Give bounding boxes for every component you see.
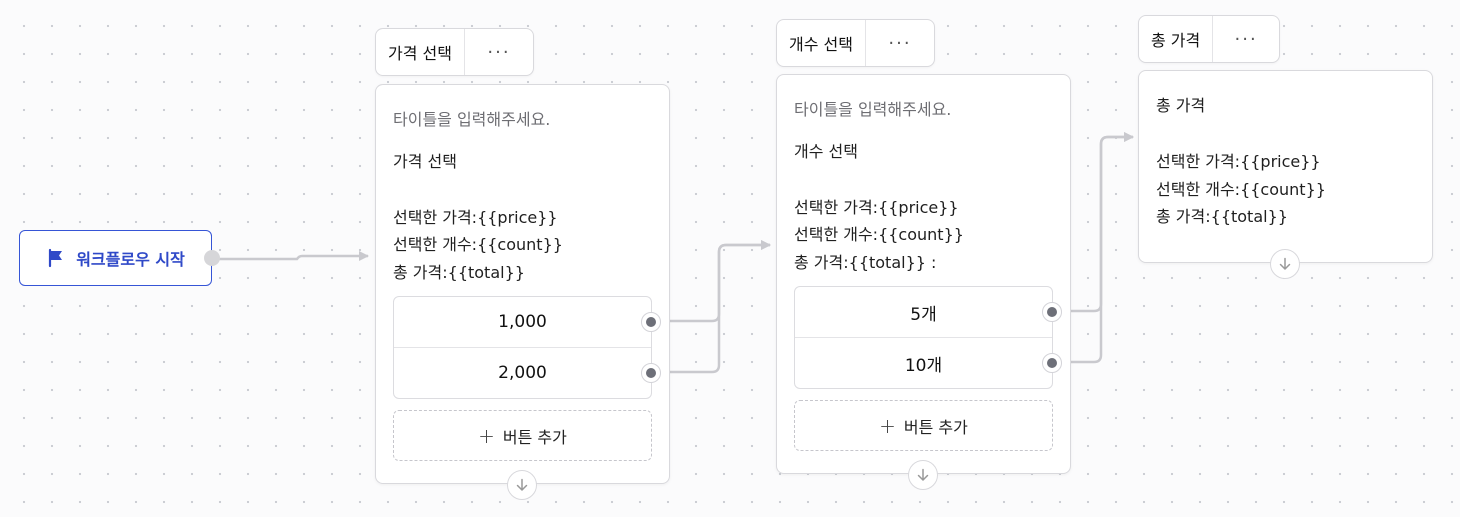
option-button-group: 5개 10개 — [794, 286, 1062, 389]
arrow-down-icon[interactable] — [1270, 249, 1300, 279]
add-button[interactable]: + 버튼 추가 — [393, 410, 652, 461]
title-input-placeholder[interactable]: 타이틀을 입력해주세요. — [393, 110, 551, 129]
workflow-start-node[interactable]: 워크플로우 시작 — [19, 230, 212, 286]
plus-icon: + — [879, 413, 896, 438]
message-line: 선택한 가격:{{price}} — [794, 198, 959, 217]
message-line: 총 가격:{{total}} : — [794, 253, 937, 272]
title-input-placeholder[interactable]: 타이틀을 입력해주세요. — [794, 100, 952, 119]
option-button-10[interactable]: 10개 — [904, 355, 943, 376]
edge-2000-to-count — [664, 240, 771, 374]
option-output-handle[interactable] — [1042, 302, 1062, 322]
start-label: 워크플로우 시작 — [76, 250, 185, 269]
total-node-card: 총 가격 선택한 가격:{{price}} 선택한 개수:{{count}} 총… — [1138, 70, 1433, 279]
add-button-label: 버튼 추가 — [502, 427, 567, 447]
message-line: 선택한 가격:{{price}} — [393, 208, 558, 227]
count-node-header[interactable]: 개수 선택 ··· — [776, 19, 935, 67]
message-line: 총 가격:{{total}} — [1156, 207, 1288, 226]
option-button-2000[interactable]: 2,000 — [498, 363, 547, 383]
flag-icon — [46, 248, 66, 268]
option-button-1000[interactable]: 1,000 — [394, 297, 651, 348]
edge-5-to-total — [1064, 132, 1134, 313]
more-menu-button[interactable]: ··· — [888, 32, 912, 54]
add-button-label: 버튼 추가 — [903, 417, 968, 437]
edge-start-to-price — [212, 251, 369, 261]
more-menu-button[interactable]: ··· — [1234, 28, 1258, 50]
message-line: 총 가격:{{total}} — [393, 263, 525, 282]
arrow-down-icon[interactable] — [908, 460, 938, 490]
node-title[interactable]: 개수 선택 — [777, 20, 866, 66]
node-title[interactable]: 총 가격 — [1139, 16, 1214, 62]
start-output-handle[interactable] — [204, 250, 220, 266]
message-line: 가격 선택 — [393, 152, 457, 171]
more-menu-button[interactable]: ··· — [487, 41, 511, 63]
option-output-handle[interactable] — [641, 363, 661, 383]
message-line: 개수 선택 — [794, 142, 858, 161]
option-output-handle[interactable] — [1042, 353, 1062, 373]
option-output-handle[interactable] — [641, 312, 661, 332]
add-button[interactable]: + 버튼 추가 — [794, 400, 1053, 451]
message-line: 선택한 개수:{{count}} — [393, 235, 563, 254]
message-line: 선택한 개수:{{count}} — [1156, 180, 1326, 199]
plus-icon: + — [478, 423, 495, 448]
edge-10-to-total — [1064, 132, 1134, 364]
message-line: 선택한 개수:{{count}} — [794, 225, 964, 244]
count-node-card: 타이틀을 입력해주세요. 개수 선택 선택한 가격:{{price}} 선택한 … — [776, 74, 1071, 490]
edge-1000-to-count — [664, 240, 771, 323]
message-line: 총 가격 — [1156, 96, 1206, 115]
option-button-group: 1,000 2,000 — [393, 296, 661, 399]
message-line: 선택한 가격:{{price}} — [1156, 152, 1321, 171]
node-title[interactable]: 가격 선택 — [376, 29, 465, 75]
price-node-card: 타이틀을 입력해주세요. 가격 선택 선택한 가격:{{price}} 선택한 … — [375, 84, 670, 500]
option-button-5[interactable]: 5개 — [795, 287, 1052, 338]
price-node-header[interactable]: 가격 선택 ··· — [375, 28, 534, 76]
total-node-header[interactable]: 총 가격 ··· — [1138, 15, 1280, 63]
arrow-down-icon[interactable] — [507, 470, 537, 500]
